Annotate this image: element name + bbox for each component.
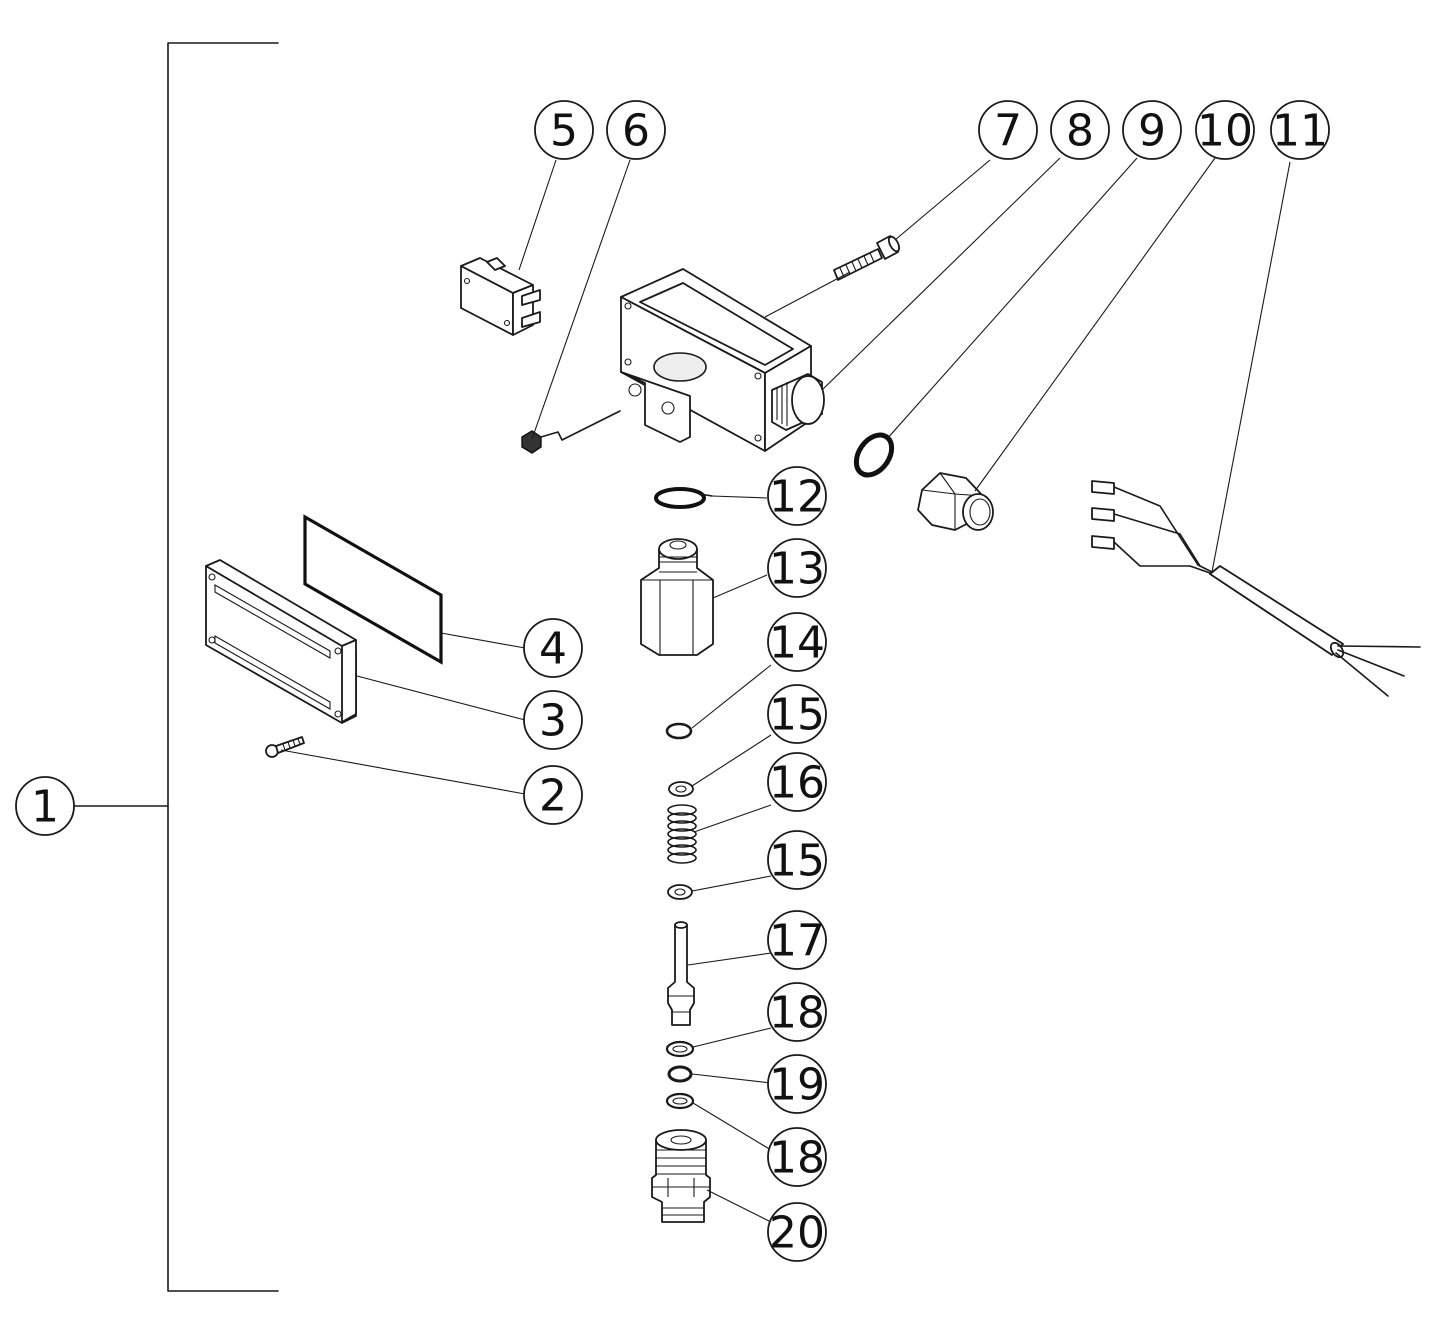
callout-circle [767, 538, 827, 598]
assembly-bracket [74, 42, 279, 1292]
callout-circle [1122, 100, 1182, 160]
callout-c20: 20 [767, 1202, 827, 1262]
spring-part [667, 804, 697, 864]
callout-circle [1195, 100, 1255, 160]
washer-part-upper [668, 781, 694, 797]
callout-c4: 4 [523, 618, 583, 678]
callout-label: 15 [769, 836, 825, 887]
callout-label: 7 [994, 106, 1022, 157]
callout-label: 20 [769, 1208, 825, 1259]
callout-c9: 9 [1122, 100, 1182, 160]
backup-ring-part-lower [665, 1092, 695, 1110]
callout-c12: 12 [767, 466, 827, 526]
callout-c16: 16 [767, 752, 827, 812]
hex-nut-part [917, 472, 994, 531]
callout-circle [767, 1202, 827, 1262]
callout-label: 5 [550, 106, 578, 157]
hex-adapter-part [640, 538, 714, 656]
gasket-part [303, 514, 443, 665]
o-ring-part [853, 432, 895, 478]
callout-label: 2 [539, 771, 567, 822]
callout-label: 15 [769, 690, 825, 741]
backup-ring-part-upper [665, 1040, 695, 1058]
callout-label: 12 [769, 472, 825, 523]
callout-circle [767, 830, 827, 890]
cable-part [1091, 480, 1421, 697]
callout-c10: 10 [1195, 100, 1255, 160]
callout-circle [523, 618, 583, 678]
callout-c7: 7 [978, 100, 1038, 160]
callout-label: 4 [539, 624, 567, 675]
callout-label: 19 [769, 1060, 825, 1111]
callout-label: 18 [769, 1133, 825, 1184]
callout-c6: 6 [606, 100, 666, 160]
callout-label: 11 [1272, 106, 1328, 157]
callout-label: 16 [769, 758, 825, 809]
callout-c19: 19 [767, 1054, 827, 1114]
callout-c5: 5 [534, 100, 594, 160]
plunger-part [667, 921, 695, 1026]
callout-circle [534, 100, 594, 160]
callout-circle [523, 690, 583, 750]
micro-switch-part [460, 257, 541, 336]
callout-label: 14 [769, 618, 825, 669]
callout-c14: 14 [767, 612, 827, 672]
callout-circle [767, 1054, 827, 1114]
callout-label: 10 [1197, 106, 1253, 157]
nut-part [521, 410, 621, 454]
callout-circle [523, 765, 583, 825]
callout-circle [1050, 100, 1110, 160]
callout-circle [767, 466, 827, 526]
callout-c15b: 15 [767, 830, 827, 890]
housing-part [620, 268, 825, 452]
callout-circle [978, 100, 1038, 160]
callout-label: 9 [1138, 106, 1166, 157]
callout-label: 6 [622, 106, 650, 157]
callout-label: 18 [769, 988, 825, 1039]
screw-part [265, 736, 305, 758]
callout-c17: 17 [767, 910, 827, 970]
leader-lines [280, 157, 1291, 1223]
callout-c15a: 15 [767, 684, 827, 744]
callout-circle [767, 910, 827, 970]
washer-part-lower [667, 884, 693, 900]
cover-plate-part [205, 559, 357, 724]
callout-c8: 8 [1050, 100, 1110, 160]
o-ring-part-19 [667, 1065, 693, 1083]
callout-label: 17 [769, 916, 825, 967]
callout-circle [767, 684, 827, 744]
callout-circle [767, 752, 827, 812]
callout-label: 1 [31, 782, 59, 833]
cap-screw-part [833, 235, 901, 281]
fitting-part [651, 1129, 711, 1223]
callout-label: 8 [1066, 106, 1094, 157]
callout-c18b: 18 [767, 1127, 827, 1187]
callout-label: 3 [539, 696, 567, 747]
callout-circle [767, 982, 827, 1042]
callout-circle [606, 100, 666, 160]
callout-c13: 13 [767, 538, 827, 598]
callout-c11: 11 [1270, 100, 1330, 160]
callout-circle [15, 776, 75, 836]
callout-circle [767, 612, 827, 672]
callout-c1: 1 [15, 776, 75, 836]
callout-circle [1270, 100, 1330, 160]
callout-label: 13 [769, 544, 825, 595]
small-o-ring-part [665, 722, 693, 740]
callout-c2: 2 [523, 765, 583, 825]
callout-c3: 3 [523, 690, 583, 750]
callout-c18a: 18 [767, 982, 827, 1042]
snap-ring-part [654, 487, 713, 509]
callout-circle [767, 1127, 827, 1187]
